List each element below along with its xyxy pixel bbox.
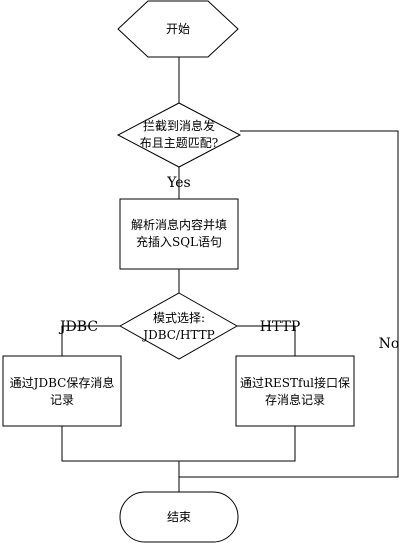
decision-mode-line2: JDBC/HTTP [141, 328, 214, 342]
process-save-jdbc-line1: 通过JDBC保存消息 [10, 375, 115, 390]
decision-intercept-line1: 拦截到消息发 [143, 118, 215, 133]
process-parse-line2: 充插入SQL语句 [136, 234, 222, 249]
process-save-rest: 通过RESTful接口保 存消息记录 [235, 355, 355, 427]
end-terminator: 结束 [119, 491, 239, 543]
edge-label-no: No [379, 336, 400, 352]
edge-label-http: HTTP [260, 319, 301, 335]
decision-intercept-line2: 布且主题匹配? [140, 136, 218, 150]
decision-intercept: 拦截到消息发 布且主题匹配? [116, 102, 242, 168]
start-terminator: 开始 [117, 0, 239, 58]
edge-http-branch [237, 325, 296, 356]
start-label: 开始 [166, 22, 190, 36]
edge-no-branch [179, 130, 399, 478]
connectors [61, 57, 399, 492]
edge-merge-branches [61, 426, 296, 462]
process-save-jdbc: 通过JDBC保存消息 记录 [2, 355, 122, 427]
edge-label-yes: Yes [166, 175, 191, 191]
process-save-jdbc-line2: 记录 [50, 393, 74, 407]
decision-mode: 模式选择: JDBC/HTTP [118, 292, 239, 360]
process-parse: 解析消息内容并填 充插入SQL语句 [119, 198, 239, 270]
process-save-rest-line2: 存消息记录 [265, 392, 325, 407]
process-save-rest-line1: 通过RESTful接口保 [240, 375, 350, 390]
end-label: 结束 [167, 510, 191, 524]
edge-labels: Yes No JDBC HTTP [58, 175, 399, 352]
edge-label-jdbc: JDBC [58, 319, 98, 335]
decision-mode-line1: 模式选择: [153, 311, 205, 325]
process-parse-line1: 解析消息内容并填 [131, 217, 227, 232]
edge-jdbc-branch [61, 325, 120, 356]
